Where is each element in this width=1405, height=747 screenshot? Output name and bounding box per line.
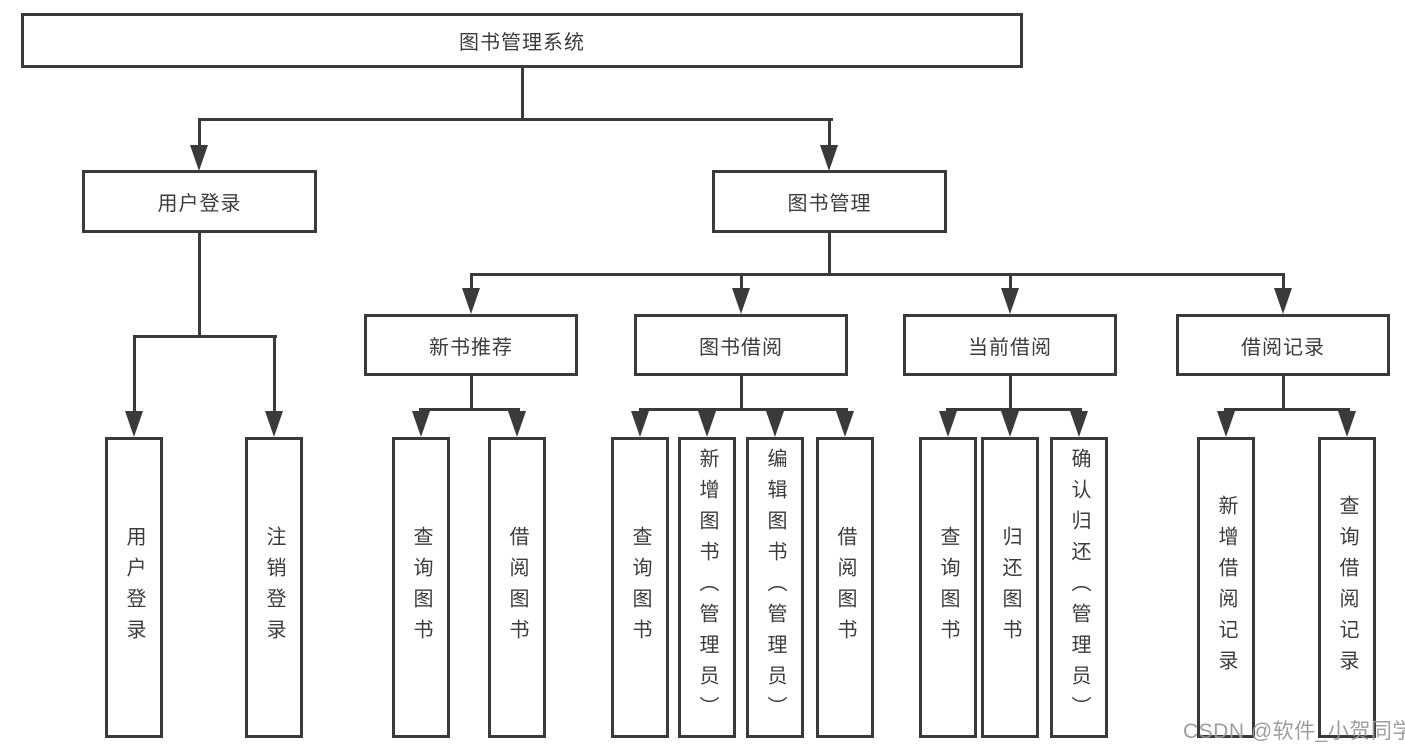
arrow-down-icon	[125, 411, 143, 437]
csdn-watermark: CSDN @软件_小贺同学	[1183, 720, 1405, 743]
leaf-query-books-borrow: 查询图书	[611, 437, 669, 738]
connector-line	[470, 376, 473, 408]
leaf-return-books: 归还图书	[981, 437, 1039, 738]
connector-line	[740, 273, 743, 289]
arrow-down-icon	[1001, 411, 1019, 437]
connector-line	[198, 233, 201, 335]
arrow-down-icon	[1217, 411, 1235, 437]
node-borrow-records: 借阅记录	[1176, 314, 1390, 376]
connector-line	[470, 273, 1285, 276]
connector-line	[198, 118, 201, 146]
connector-line	[470, 273, 473, 289]
leaf-logout: 注销登录	[245, 437, 303, 738]
leaf-user-login: 用户登录	[105, 437, 163, 738]
arrow-down-icon	[698, 411, 716, 437]
connector-line	[1009, 376, 1012, 408]
arrow-down-icon	[1001, 288, 1019, 314]
leaf-confirm-return-admin: 确认归还（管理员）	[1050, 437, 1108, 738]
connector-line	[828, 233, 831, 273]
node-root-system: 图书管理系统	[21, 13, 1023, 68]
connector-line	[828, 118, 831, 146]
node-current-borrow: 当前借阅	[903, 314, 1117, 376]
connector-line	[1282, 273, 1285, 289]
node-user-login: 用户登录	[82, 170, 317, 233]
leaf-borrow-books: 借阅图书	[816, 437, 874, 738]
connector-line	[740, 376, 743, 408]
arrow-down-icon	[766, 411, 784, 437]
arrow-down-icon	[508, 411, 526, 437]
connector-line	[521, 68, 524, 118]
arrow-down-icon	[1070, 411, 1088, 437]
leaf-edit-book-admin: 编辑图书（管理员）	[746, 437, 804, 738]
leaf-add-book-admin: 新增图书（管理员）	[678, 437, 736, 738]
leaf-query-borrow-record: 查询借阅记录	[1318, 437, 1376, 738]
connector-line	[273, 335, 276, 412]
connector-line	[639, 408, 848, 411]
arrow-down-icon	[412, 411, 430, 437]
arrow-down-icon	[631, 411, 649, 437]
connector-line	[133, 335, 277, 338]
arrow-down-icon	[462, 288, 480, 314]
node-book-borrow: 图书借阅	[634, 314, 848, 376]
node-new-book-recommend: 新书推荐	[364, 314, 578, 376]
leaf-query-books-recommend: 查询图书	[392, 437, 450, 738]
node-book-management: 图书管理	[712, 170, 947, 233]
arrow-down-icon	[190, 145, 208, 171]
connector-line	[1009, 273, 1012, 289]
connector-line	[198, 118, 833, 121]
arrow-down-icon	[732, 288, 750, 314]
leaf-add-borrow-record: 新增借阅记录	[1197, 437, 1255, 738]
arrow-down-icon	[1274, 288, 1292, 314]
connector-line	[133, 335, 136, 412]
leaf-query-books-current: 查询图书	[919, 437, 977, 738]
connector-line	[1224, 408, 1350, 411]
arrow-down-icon	[265, 411, 283, 437]
arrow-down-icon	[1338, 411, 1356, 437]
arrow-down-icon	[820, 145, 838, 171]
connector-line	[1282, 376, 1285, 408]
arrow-down-icon	[939, 411, 957, 437]
connector-line	[946, 408, 1082, 411]
connector-line	[419, 408, 520, 411]
leaf-borrow-books-recommend: 借阅图书	[488, 437, 546, 738]
arrow-down-icon	[836, 411, 854, 437]
